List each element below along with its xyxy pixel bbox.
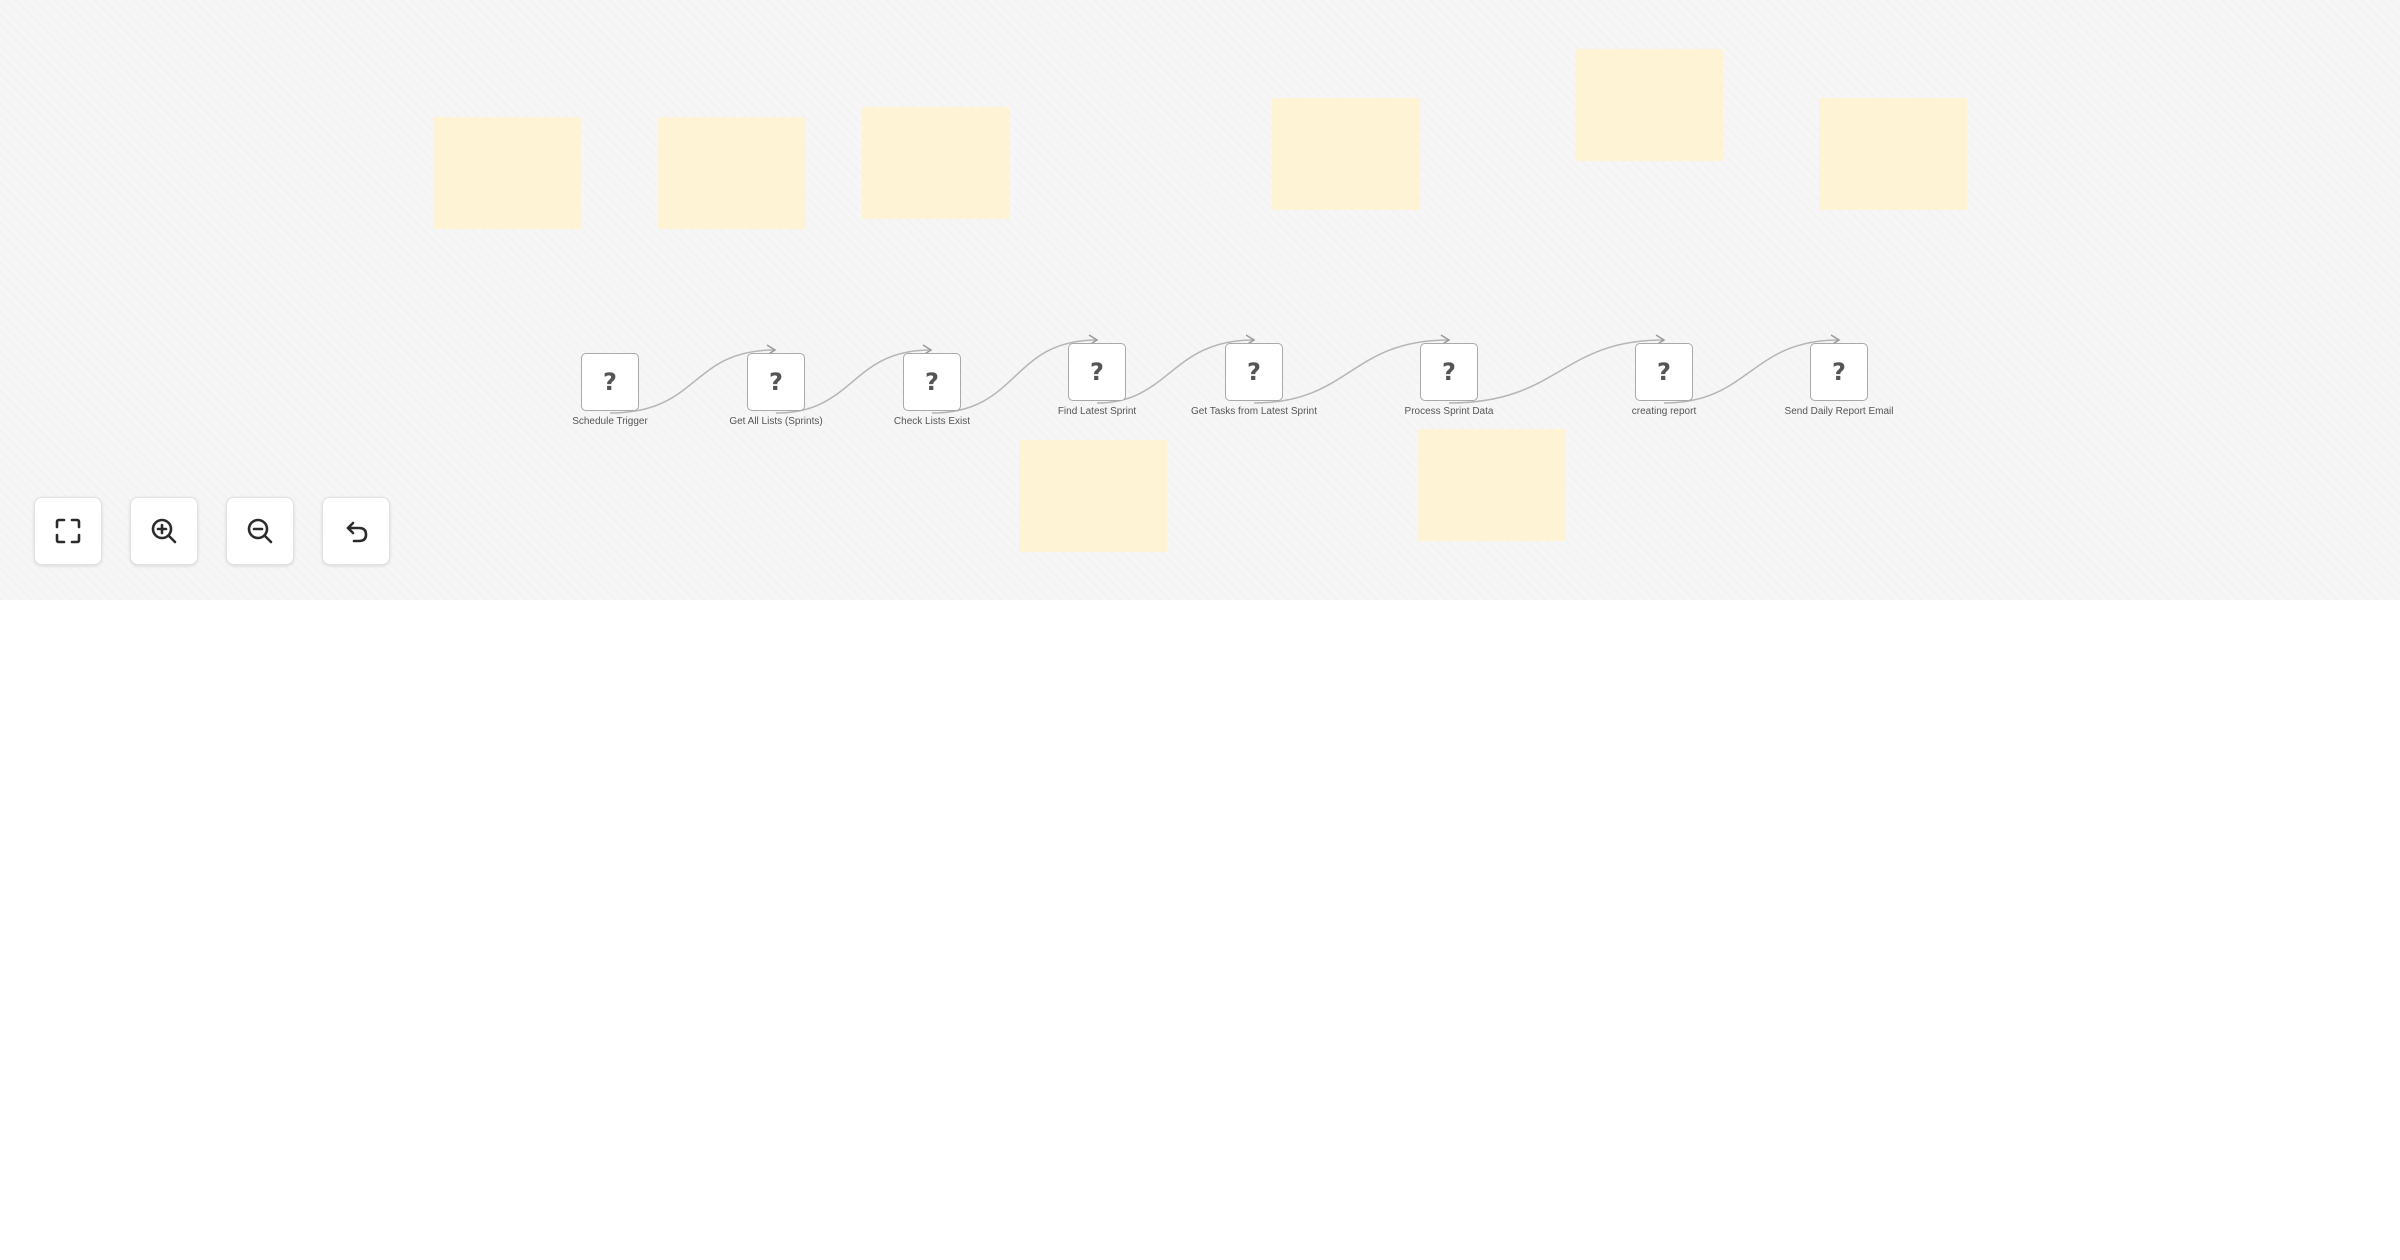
- question-mark-icon: ?: [1442, 358, 1456, 386]
- sticky-note[interactable]: [1272, 98, 1420, 210]
- node-box[interactable]: ?: [581, 353, 639, 411]
- fit-view-button[interactable]: [34, 497, 102, 565]
- node-find-latest-sprint[interactable]: ? Find Latest Sprint: [1058, 343, 1136, 417]
- node-label: Find Latest Sprint: [1057, 406, 1137, 417]
- question-mark-icon: ?: [1090, 358, 1104, 386]
- sticky-note[interactable]: [1819, 98, 1967, 210]
- node-label: Process Sprint Data: [1404, 406, 1494, 417]
- node-label: Get Tasks from Latest Sprint: [1191, 406, 1317, 417]
- reset-zoom-button[interactable]: [322, 497, 390, 565]
- question-mark-icon: ?: [769, 368, 783, 396]
- question-mark-icon: ?: [603, 368, 617, 396]
- node-label: Check Lists Exist: [893, 416, 971, 427]
- node-creating-report[interactable]: ? creating report: [1632, 343, 1696, 417]
- question-mark-icon: ?: [1657, 358, 1671, 386]
- node-box[interactable]: ?: [1635, 343, 1693, 401]
- node-get-all-lists[interactable]: ? Get All Lists (Sprints): [729, 353, 823, 427]
- undo-icon: [346, 521, 368, 543]
- workflow-canvas[interactable]: ? Schedule Trigger ? Get All Lists (Spri…: [0, 0, 2400, 600]
- sticky-note[interactable]: [862, 107, 1010, 219]
- node-label: creating report: [1631, 406, 1697, 417]
- blank-area: [0, 600, 2400, 1260]
- sticky-note[interactable]: [433, 117, 581, 229]
- node-check-lists-exist[interactable]: ? Check Lists Exist: [894, 353, 970, 427]
- node-box[interactable]: ?: [1420, 343, 1478, 401]
- question-mark-icon: ?: [1247, 358, 1261, 386]
- node-box[interactable]: ?: [1068, 343, 1126, 401]
- zoom-out-icon: [247, 518, 273, 544]
- zoom-in-button[interactable]: [130, 497, 198, 565]
- question-mark-icon: ?: [1832, 358, 1846, 386]
- connection-edge: [1253, 339, 1450, 404]
- connection-edge: [1448, 339, 1665, 404]
- connection-edge: [931, 339, 1098, 414]
- node-schedule-trigger[interactable]: ? Schedule Trigger: [572, 353, 648, 427]
- node-box[interactable]: ?: [747, 353, 805, 411]
- sticky-note[interactable]: [1575, 49, 1723, 161]
- node-get-tasks-from-latest-sprint[interactable]: ? Get Tasks from Latest Sprint: [1191, 343, 1317, 417]
- sticky-note[interactable]: [1418, 429, 1566, 541]
- sticky-note[interactable]: [658, 117, 806, 229]
- question-mark-icon: ?: [925, 368, 939, 396]
- node-box[interactable]: ?: [1810, 343, 1868, 401]
- node-send-daily-report-email[interactable]: ? Send Daily Report Email: [1785, 343, 1893, 417]
- node-process-sprint-data[interactable]: ? Process Sprint Data: [1405, 343, 1493, 417]
- fullscreen-icon: [55, 518, 81, 544]
- connection-edge: [1663, 339, 1840, 404]
- node-box[interactable]: ?: [1225, 343, 1283, 401]
- node-label: Get All Lists (Sprints): [729, 416, 823, 427]
- node-box[interactable]: ?: [903, 353, 961, 411]
- connection-edge: [609, 349, 776, 414]
- zoom-out-button[interactable]: [226, 497, 294, 565]
- zoom-in-icon: [151, 518, 177, 544]
- sticky-note[interactable]: [1019, 440, 1167, 552]
- node-label: Send Daily Report Email: [1784, 406, 1894, 417]
- node-label: Schedule Trigger: [572, 416, 648, 427]
